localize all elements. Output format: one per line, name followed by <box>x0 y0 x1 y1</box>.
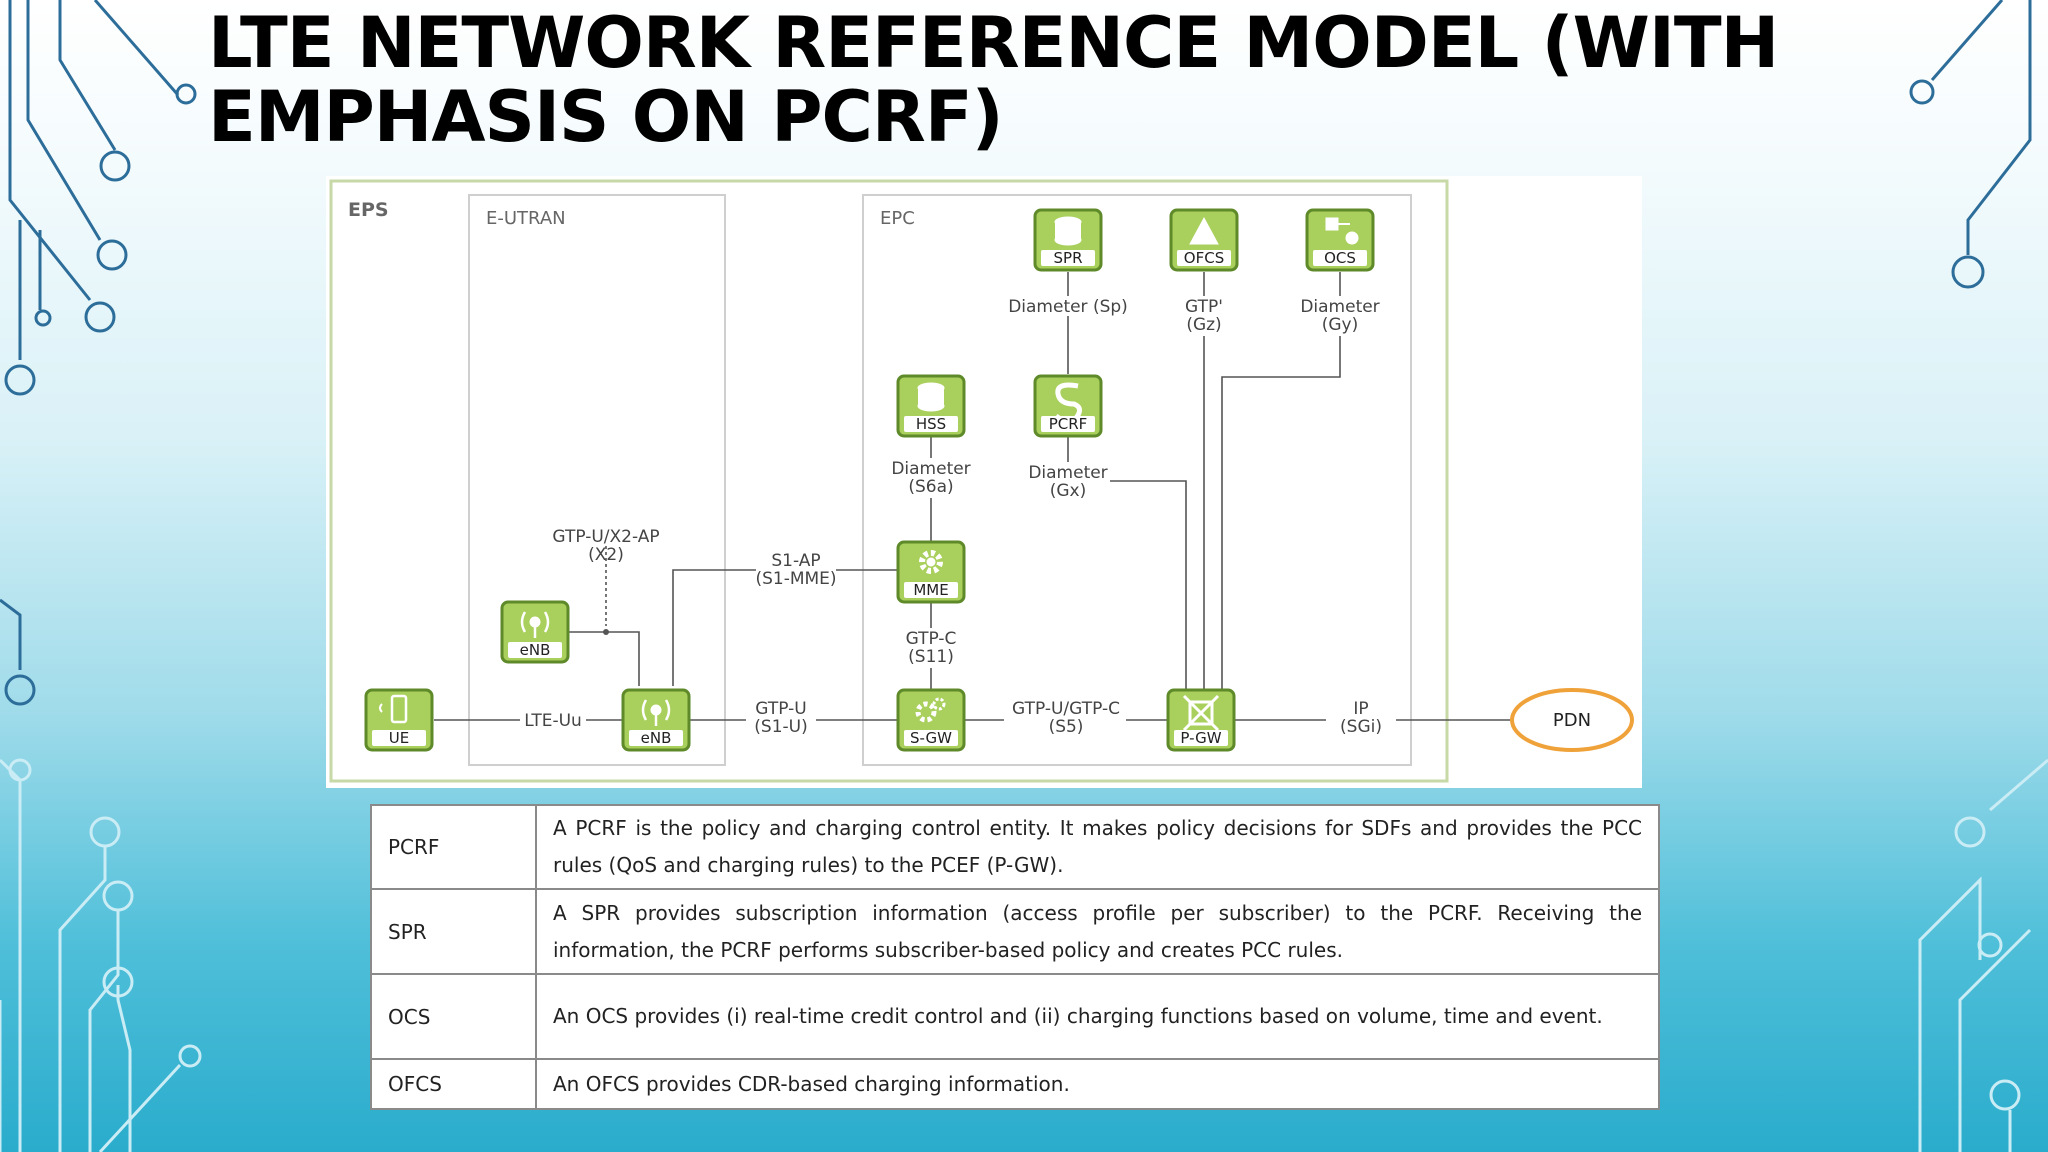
ofcs-label: OFCS <box>1184 249 1224 267</box>
gy-label-2: (Gy) <box>1322 315 1359 335</box>
s1ap-label-1: S1-AP <box>771 551 820 571</box>
eutran-frame <box>468 194 726 766</box>
antenna-icon <box>641 699 671 726</box>
description-cell: An OCS provides (i) real-time credit con… <box>535 973 1660 1060</box>
enb-bottom-label: eNB <box>641 729 672 747</box>
gz-label-1: GTP' <box>1185 297 1223 317</box>
s6a-label-1: Diameter <box>891 459 970 479</box>
s5-label-1: GTP-U/GTP-C <box>1012 699 1120 719</box>
table-row: SPR A SPR provides subscription informat… <box>370 888 1660 975</box>
eps-label: EPS <box>348 199 389 221</box>
x2-label-1: GTP-U/X2-AP <box>552 527 659 547</box>
s1u-label-2: (S1-U) <box>754 717 807 737</box>
pgw-label: P-GW <box>1180 729 1221 747</box>
database-icon <box>917 382 945 412</box>
title-line-1: LTE NETWORK REFERENCE MODEL (WITH <box>208 2 1779 84</box>
table-row: OCS An OCS provides (i) real-time credit… <box>370 973 1660 1060</box>
gear-icon <box>915 697 946 723</box>
database-icon <box>1054 216 1082 246</box>
gx-label-2: (Gx) <box>1050 481 1087 501</box>
lte-reference-diagram: EPS E-UTRAN EPC <box>326 176 1642 788</box>
epc-label: EPC <box>880 208 915 229</box>
flow-icon <box>1325 217 1359 245</box>
description-cell: A PCRF is the policy and charging contro… <box>535 804 1660 890</box>
ocs-label: OCS <box>1324 249 1356 267</box>
gy-label-1: Diameter <box>1300 297 1379 317</box>
pcrf-label: PCRF <box>1049 415 1088 433</box>
sgi-label-2: (SGi) <box>1340 717 1382 737</box>
s1ap-label-2: (S1-MME) <box>755 569 836 589</box>
connection-lines <box>434 272 1512 721</box>
sgi-label-1: IP <box>1353 699 1368 719</box>
gx-label-1: Diameter <box>1028 463 1107 483</box>
mme-label: MME <box>913 581 948 599</box>
description-cell: A SPR provides subscription information … <box>535 888 1660 975</box>
eps-frame <box>329 179 1449 783</box>
slide-title: LTE NETWORK REFERENCE MODEL (WITH EMPHAS… <box>208 6 1908 154</box>
s5-label-2: (S5) <box>1049 717 1084 737</box>
x2-label-2: (X2) <box>588 545 624 565</box>
antenna-icon <box>520 611 550 638</box>
term-cell: OFCS <box>370 1058 537 1110</box>
term-cell: OCS <box>370 973 537 1060</box>
ue-label: UE <box>389 729 409 747</box>
description-cell: An OFCS provides CDR-based charging info… <box>535 1058 1660 1110</box>
pdn-node <box>1510 688 1634 752</box>
gear-icon <box>919 550 943 574</box>
title-line-2: EMPHASIS ON PCRF) <box>208 76 1004 158</box>
s1u-label-1: GTP-U <box>755 699 806 719</box>
epc-frame <box>862 194 1412 766</box>
gz-label-2: (Gz) <box>1186 315 1221 335</box>
phone-icon <box>379 694 408 724</box>
eutran-label: E-UTRAN <box>486 208 566 229</box>
hss-label: HSS <box>916 415 946 433</box>
chart-icon <box>1189 216 1219 245</box>
spr-label: SPR <box>1054 249 1083 267</box>
policy-icon <box>1054 382 1082 424</box>
s6a-label-2: (S6a) <box>908 477 953 497</box>
sgw-label: S-GW <box>910 729 952 747</box>
s11-label-1: GTP-C <box>906 629 957 649</box>
sp-label: Diameter (Sp) <box>1008 297 1128 317</box>
component-definitions-table: PCRF A PCRF is the policy and charging c… <box>370 804 1660 1110</box>
router-icon <box>1182 694 1220 732</box>
s11-label-2: (S11) <box>908 647 954 667</box>
table-row: OFCS An OFCS provides CDR-based charging… <box>370 1058 1660 1110</box>
term-cell: PCRF <box>370 804 537 890</box>
pdn-label: PDN <box>1553 710 1591 731</box>
table-row: PCRF A PCRF is the policy and charging c… <box>370 804 1660 890</box>
lte-uu-label: LTE-Uu <box>524 711 582 731</box>
term-cell: SPR <box>370 888 537 975</box>
enb-top-label: eNB <box>520 641 551 659</box>
